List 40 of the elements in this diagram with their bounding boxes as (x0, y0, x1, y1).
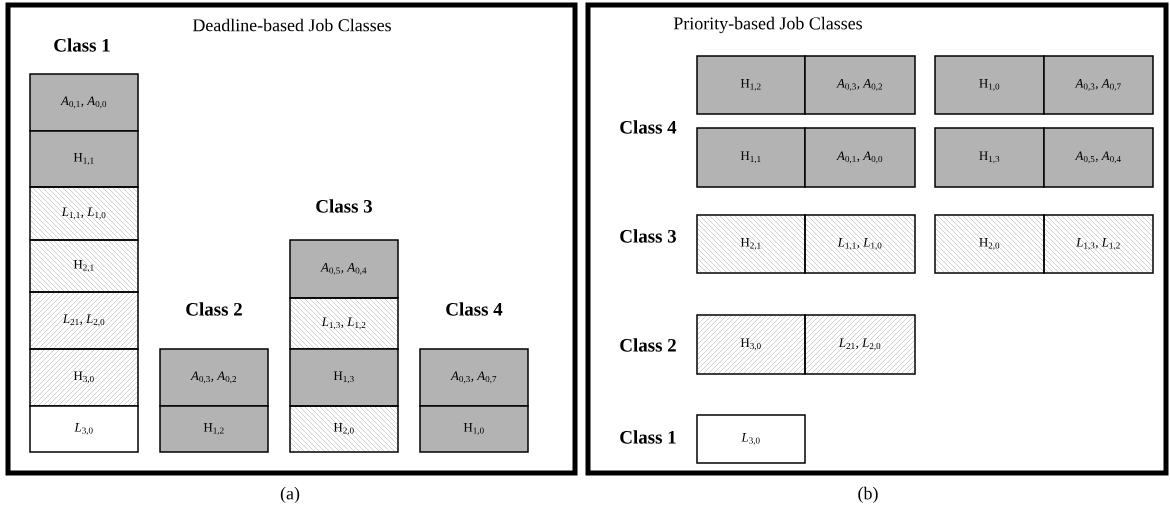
class-label: Class 3 (316, 199, 372, 213)
job-block: H$_{1,1}$ (696, 127, 806, 188)
job-block: L$_{3,0}$ (29, 405, 139, 453)
job-block: L$_{1,3}$, L$_{1,2}$ (289, 297, 399, 350)
class-label: Class 3 (620, 229, 676, 243)
job-block: H$_{2,1}$ (696, 214, 806, 274)
job-block: H$_{2,0}$ (934, 214, 1045, 274)
job-block: H$_{2,0}$ (289, 405, 399, 453)
job-block: L$_{21}$, L$_{2,0}$ (29, 291, 139, 350)
job-block: A$_{0,3}$, A$_{0,2}$ (159, 348, 269, 407)
job-block: A$_{0,1}$, A$_{0,0}$ (29, 73, 139, 132)
class-label: Class 4 (446, 302, 503, 316)
job-block: A$_{0,3}$, A$_{0,7}$ (1043, 55, 1154, 115)
class-label: Class 1 (620, 430, 676, 444)
class-label: Class 2 (186, 302, 242, 316)
job-block: H$_{1,0}$ (419, 405, 529, 453)
panel-caption: (b) (858, 486, 878, 504)
job-block: H$_{3,0}$ (696, 314, 806, 375)
job-block: L$_{21}$, L$_{2,0}$ (804, 314, 916, 375)
job-block: A$_{0,1}$, A$_{0,0}$ (804, 127, 916, 188)
job-block: A$_{0,5}$, A$_{0,4}$ (1043, 127, 1154, 188)
job-block: A$_{0,5}$, A$_{0,4}$ (289, 239, 399, 299)
class-label: Class 2 (620, 338, 676, 352)
job-block: L$_{1,1}$, L$_{1,0}$ (29, 186, 139, 241)
job-block: H$_{1,2}$ (696, 55, 806, 115)
job-block: L$_{1,1}$, L$_{1,0}$ (804, 214, 916, 274)
job-block: A$_{0,3}$, A$_{0,7}$ (419, 348, 529, 407)
job-block: A$_{0,3}$, A$_{0,2}$ (804, 55, 916, 115)
job-block: H$_{1,1}$ (29, 130, 139, 188)
panel-caption: (a) (280, 486, 300, 504)
class-label: Class 1 (54, 38, 110, 52)
job-block: H$_{3,0}$ (29, 348, 139, 407)
job-block: H$_{1,0}$ (934, 55, 1045, 115)
class-label: Class 4 (620, 120, 677, 134)
job-block: L$_{1,3}$, L$_{1,2}$ (1043, 214, 1154, 274)
job-block: H$_{1,3}$ (934, 127, 1045, 188)
job-block: H$_{1,2}$ (159, 405, 269, 453)
job-block: H$_{1,3}$ (289, 348, 399, 407)
job-block: H$_{2,1}$ (29, 239, 139, 293)
job-block: L$_{3,0}$ (696, 414, 806, 464)
